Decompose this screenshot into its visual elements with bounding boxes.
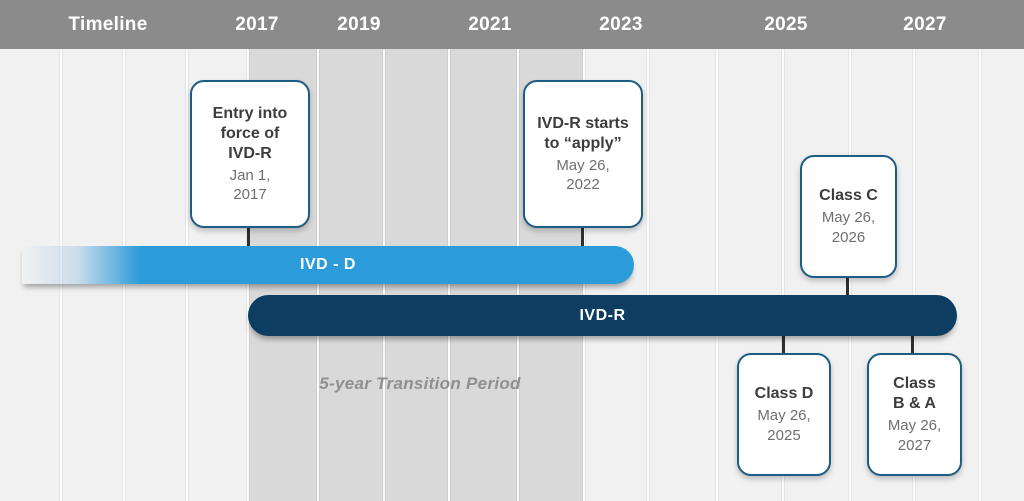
gridline	[647, 49, 649, 501]
event-date: May 26, 2026	[821, 209, 876, 246]
event-date: May 26, 2022	[556, 156, 610, 194]
connector-class-d	[782, 335, 785, 354]
event-title: Entry into force of IVD-R	[212, 104, 288, 162]
ivd-d-bar: IVD - D	[22, 246, 634, 284]
event-date: May 26, 2025	[757, 407, 811, 444]
event-date: May 26, 2027	[887, 417, 942, 454]
year-label-2021: 2021	[468, 13, 512, 35]
timeline-header-bar: Timeline 2017 2019 2021 2023 2025 2027	[0, 0, 1024, 49]
event-title: IVD-R starts to “apply”	[537, 114, 629, 152]
connector-class-c	[846, 277, 849, 297]
ivd-r-bar: IVD-R	[248, 295, 957, 336]
event-box-class-c: Class C May 26, 2026	[800, 155, 897, 278]
ivd-r-bar-label: IVD-R	[579, 306, 626, 324]
timeline-title: Timeline	[68, 13, 148, 35]
event-box-class-d: Class D May 26, 2025	[737, 353, 831, 476]
year-label-2019: 2019	[337, 13, 381, 35]
event-box-entry-into-force: Entry into force of IVD-R Jan 1, 2017	[190, 80, 310, 228]
event-title: Class D	[754, 385, 814, 402]
gridline	[782, 49, 784, 501]
event-title: Class B & A	[893, 375, 936, 412]
event-date: Jan 1, 2017	[229, 166, 271, 204]
gridline	[913, 49, 915, 501]
year-label-2027: 2027	[903, 13, 947, 35]
connector-apply	[581, 227, 584, 247]
gridline	[979, 49, 981, 501]
ivd-d-bar-label: IVD - D	[300, 256, 356, 273]
event-box-ivdr-applies: IVD-R starts to “apply” May 26, 2022	[523, 80, 643, 228]
gridline	[716, 49, 718, 501]
year-label-2023: 2023	[599, 13, 643, 35]
transition-period-label: 5-year Transition Period	[319, 374, 521, 393]
year-label-2017: 2017	[235, 13, 279, 35]
connector-class-ba	[911, 335, 914, 354]
event-title: Class C	[819, 187, 878, 204]
year-label-2025: 2025	[764, 13, 808, 35]
event-box-class-b-a: Class B & A May 26, 2027	[867, 353, 962, 476]
connector-entry	[247, 227, 250, 247]
